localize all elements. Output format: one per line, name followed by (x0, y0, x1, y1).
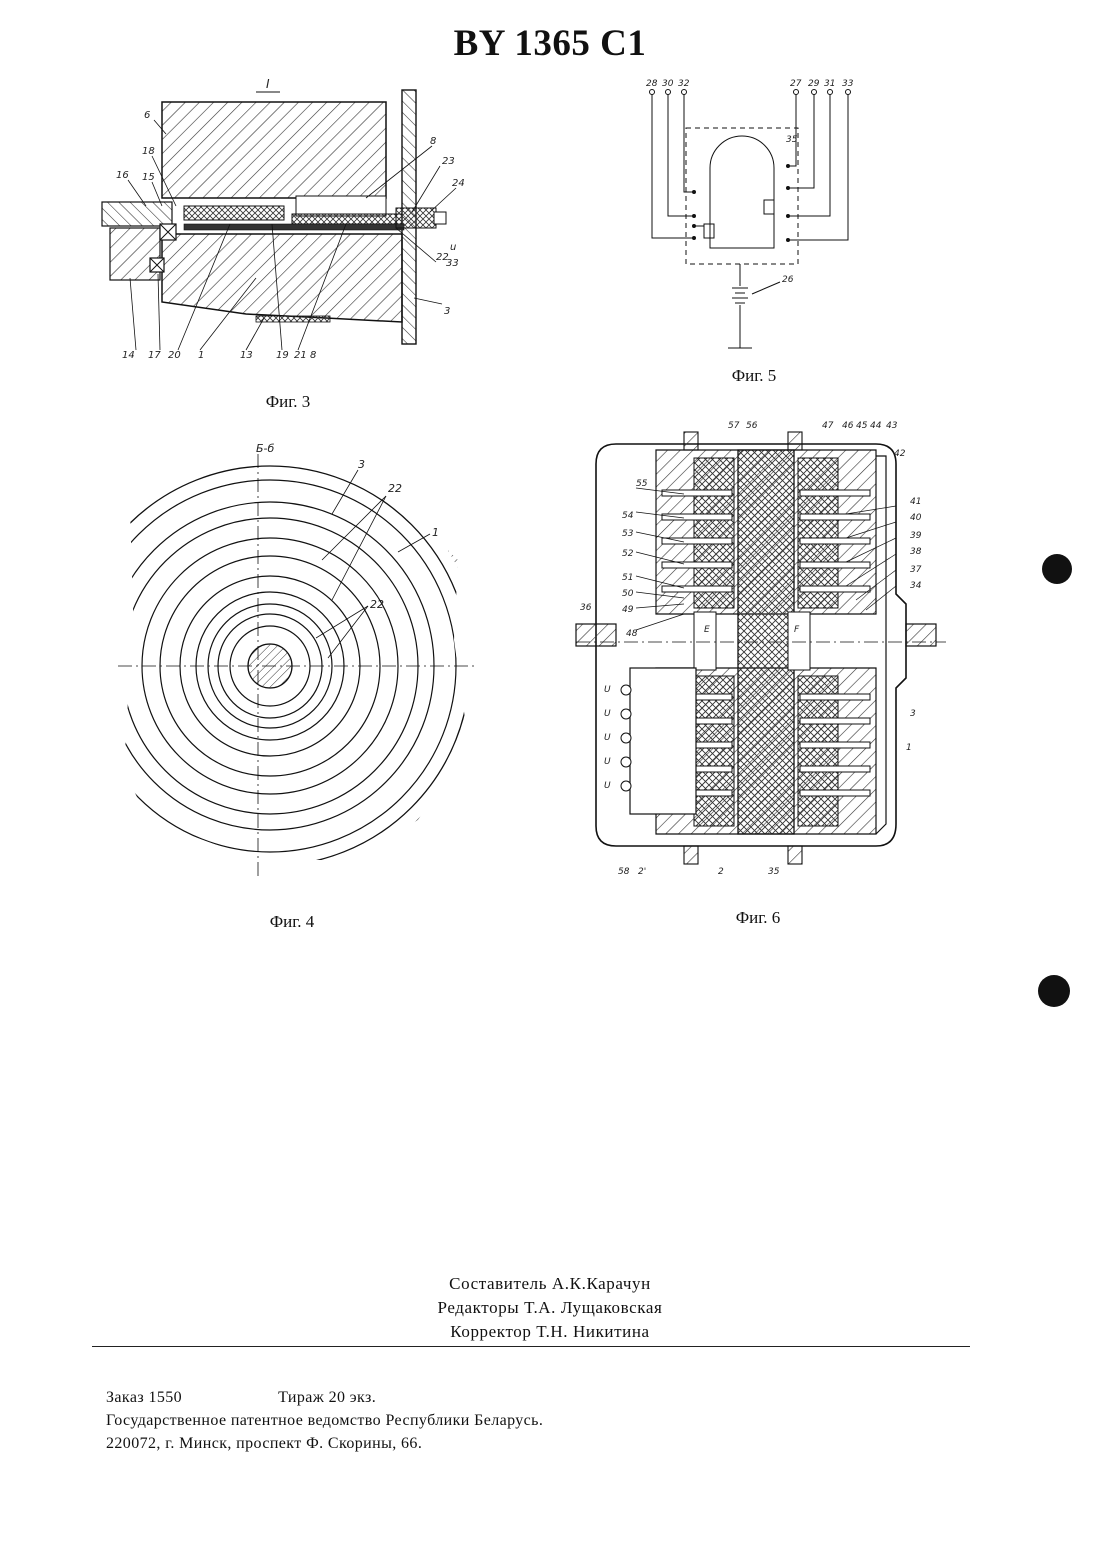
svg-text:43: 43 (886, 421, 898, 431)
svg-text:2: 2 (718, 867, 724, 877)
fig4-caption: Фиг. 4 (222, 912, 362, 932)
svg-text:30: 30 (662, 79, 674, 89)
svg-text:3: 3 (910, 709, 916, 719)
svg-text:29: 29 (808, 79, 820, 89)
svg-text:16: 16 (116, 170, 129, 181)
svg-text:49: 49 (622, 605, 634, 615)
svg-text:8: 8 (430, 136, 436, 147)
svg-text:53: 53 (622, 529, 634, 539)
figure-3-drawing: I 61816 15823 24u33 223 141720 11319 218 (96, 78, 476, 378)
svg-text:45: 45 (856, 421, 868, 431)
imprint-block: Заказ 1550 Тираж 20 экз. Государственное … (106, 1386, 543, 1455)
svg-text:44: 44 (870, 421, 882, 431)
svg-text:57: 57 (728, 421, 740, 431)
scan-hole-mark (1038, 975, 1070, 1007)
svg-text:3: 3 (444, 306, 450, 317)
svg-text:17: 17 (148, 350, 161, 361)
credits-block: Составитель А.К.Карачун Редакторы Т.А. Л… (300, 1272, 800, 1344)
svg-text:32: 32 (678, 79, 690, 89)
svg-text:41: 41 (910, 497, 921, 507)
svg-text:52: 52 (622, 549, 634, 559)
svg-text:58: 58 (618, 867, 630, 877)
svg-text:39: 39 (910, 531, 922, 541)
svg-text:22: 22 (370, 598, 384, 611)
svg-text:40: 40 (910, 513, 922, 523)
svg-text:3: 3 (358, 458, 365, 471)
svg-text:36: 36 (580, 603, 592, 613)
svg-text:31: 31 (824, 79, 835, 89)
svg-text:U: U (604, 709, 611, 719)
fig3-caption: Фиг. 3 (218, 392, 358, 412)
patent-number-header: BY 1365 C1 (0, 22, 1100, 65)
svg-text:35: 35 (786, 135, 798, 145)
figure-5-schematic: 28 30 32 27 29 31 33 35 26 (640, 76, 870, 366)
svg-text:1: 1 (198, 350, 204, 361)
svg-text:U: U (604, 733, 611, 743)
svg-text:28: 28 (646, 79, 658, 89)
svg-text:13: 13 (240, 350, 253, 361)
office-line: Государственное патентное ведомство Респ… (106, 1409, 543, 1432)
fig5-caption: Фиг. 5 (684, 366, 824, 386)
svg-text:19: 19 (276, 350, 289, 361)
svg-text:50: 50 (622, 589, 634, 599)
svg-text:21: 21 (294, 350, 307, 361)
svg-text:51: 51 (622, 573, 633, 583)
svg-text:U: U (604, 757, 611, 767)
svg-text:E: E (704, 625, 710, 635)
svg-text:22: 22 (436, 252, 449, 263)
figure-4-section: Б-б 3 22 1 22 (118, 440, 478, 880)
svg-text:15: 15 (142, 172, 155, 183)
address-line: 220072, г. Минск, проспект Ф. Скорины, 6… (106, 1432, 543, 1455)
svg-text:u: u (450, 242, 456, 253)
svg-text:35: 35 (768, 867, 780, 877)
figure-6-assembly: 575647 46454443 42 55545352 51504948 36 … (576, 414, 946, 880)
svg-text:18: 18 (142, 146, 155, 157)
svg-text:56: 56 (746, 421, 758, 431)
svg-text:Б-б: Б-б (256, 442, 275, 455)
svg-text:27: 27 (790, 79, 802, 89)
compiler-line: Составитель А.К.Карачун (300, 1272, 800, 1296)
svg-text:20: 20 (168, 350, 181, 361)
fig3-view-label: I (266, 77, 270, 91)
svg-text:47: 47 (822, 421, 834, 431)
svg-text:48: 48 (626, 629, 638, 639)
svg-text:26: 26 (782, 275, 794, 285)
editors-line: Редакторы Т.А. Лущаковская (300, 1296, 800, 1320)
circulation: Тираж 20 экз. (278, 1389, 376, 1406)
fig6-caption: Фиг. 6 (688, 908, 828, 928)
svg-text:55: 55 (636, 479, 648, 489)
svg-text:8: 8 (310, 350, 316, 361)
svg-text:54: 54 (622, 511, 634, 521)
svg-text:37: 37 (910, 565, 922, 575)
svg-text:1: 1 (432, 526, 439, 539)
svg-text:2': 2' (638, 867, 646, 877)
svg-text:F: F (794, 625, 800, 635)
svg-text:6: 6 (144, 110, 150, 121)
svg-text:U: U (604, 781, 611, 791)
svg-text:46: 46 (842, 421, 854, 431)
svg-text:U: U (604, 685, 611, 695)
scan-hole-mark (1042, 554, 1072, 584)
corrector-line: Корректор Т.Н. Никитина (300, 1320, 800, 1344)
order-number: Заказ 1550 (106, 1389, 182, 1406)
divider-line (92, 1346, 970, 1347)
svg-text:14: 14 (122, 350, 135, 361)
svg-text:1: 1 (906, 743, 912, 753)
svg-text:34: 34 (910, 581, 922, 591)
svg-text:23: 23 (442, 156, 455, 167)
svg-text:42: 42 (894, 449, 906, 459)
svg-text:38: 38 (910, 547, 922, 557)
svg-text:24: 24 (452, 178, 465, 189)
svg-text:33: 33 (842, 79, 854, 89)
svg-text:22: 22 (388, 482, 402, 495)
